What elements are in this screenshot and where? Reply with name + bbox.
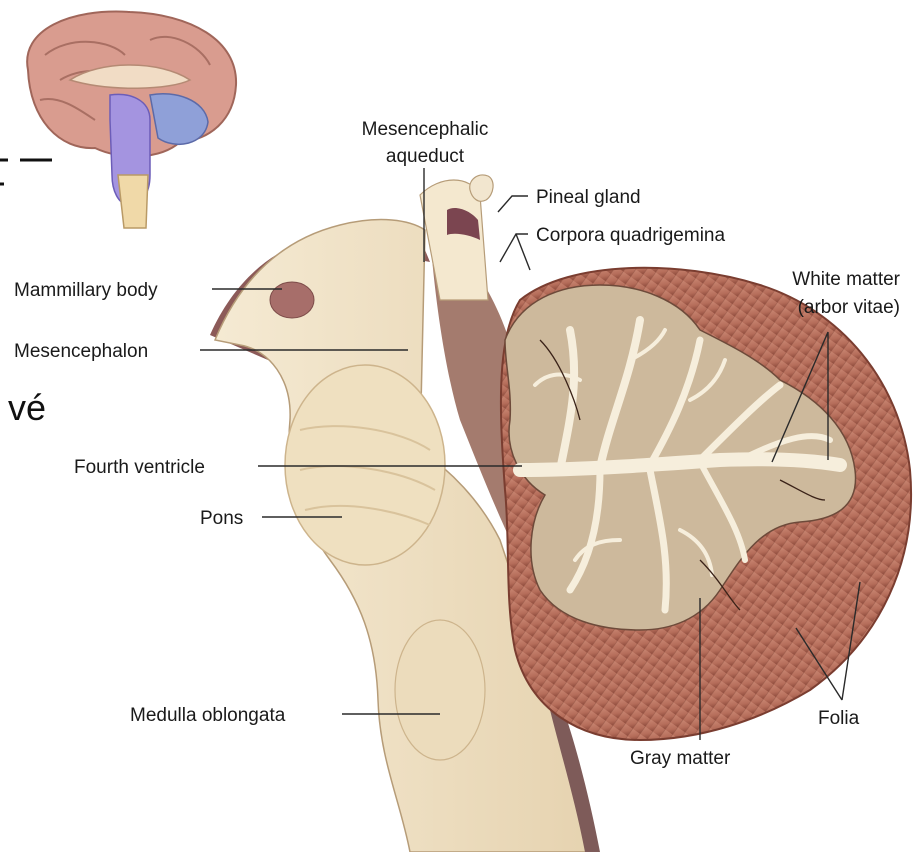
cerebellum (501, 268, 911, 740)
label-mammillary-body: Mammillary body (14, 280, 158, 301)
leader-corpora-quadrigemina (500, 234, 530, 270)
slide-fragment-mark (0, 160, 8, 184)
label-mesencephalic-aqueduct-line2: aqueduct (386, 146, 465, 167)
label-pons: Pons (200, 508, 243, 529)
label-gray-matter: Gray matter (630, 748, 731, 769)
label-pineal-gland: Pineal gland (536, 187, 641, 208)
slide-fragment-text: vé (8, 387, 46, 428)
label-corpora-quadrigemina: Corpora quadrigemina (536, 225, 725, 246)
label-mesencephalon: Mesencephalon (14, 341, 148, 362)
thumbnail-brain (27, 12, 236, 228)
label-fourth-ventricle: Fourth ventricle (74, 457, 205, 478)
label-folia: Folia (818, 708, 860, 729)
label-medulla-oblongata: Medulla oblongata (130, 705, 286, 726)
leader-pineal-gland (498, 196, 528, 212)
label-white-matter-line2: (arbor vitae) (798, 297, 900, 318)
label-mesencephalic-aqueduct-line1: Mesencephalic (362, 119, 489, 140)
label-white-matter-line1: White matter (792, 269, 900, 290)
